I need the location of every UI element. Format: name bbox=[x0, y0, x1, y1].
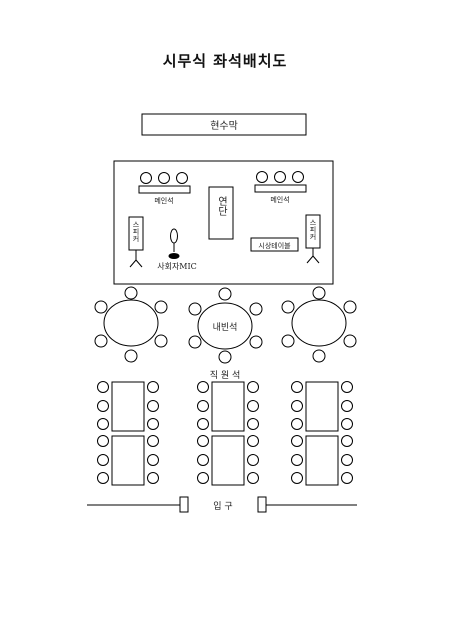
entrance-door-left bbox=[179, 496, 189, 513]
entrance-door-right bbox=[257, 496, 267, 513]
podium-label: 연단 bbox=[216, 196, 228, 216]
main-table-left bbox=[138, 185, 191, 194]
stage-area bbox=[113, 160, 334, 285]
staff-seat-label: 직 원 석 bbox=[210, 370, 241, 381]
page-title: 시무식 좌석배치도 bbox=[162, 52, 288, 70]
speaker-stand-right-icon bbox=[306, 248, 320, 264]
staff-table-center-top bbox=[197, 381, 259, 432]
banner bbox=[141, 113, 307, 136]
guest-seat-label: 내빈석 bbox=[213, 322, 238, 333]
staff-table-right-top bbox=[291, 381, 353, 432]
banner-label: 현수막 bbox=[210, 120, 238, 132]
speaker-left-label: 스피커 bbox=[132, 221, 140, 243]
round-table-right bbox=[281, 286, 357, 363]
staff-table-left-bottom bbox=[97, 435, 159, 486]
main-seats-right bbox=[254, 171, 307, 193]
award-table-label: 시상테이블 bbox=[258, 241, 291, 250]
staff-table-right-bottom bbox=[291, 435, 353, 486]
speaker-right-label: 스피커 bbox=[309, 219, 317, 241]
round-table-left bbox=[94, 286, 168, 363]
main-seats-right-label: 메인석 bbox=[270, 195, 289, 204]
staff-table-center-bottom bbox=[197, 435, 259, 486]
mic-label: 사회자MIC bbox=[157, 262, 197, 271]
award-table bbox=[250, 237, 299, 252]
podium bbox=[208, 186, 234, 240]
speaker-stand-left-icon bbox=[129, 250, 143, 268]
main-table-right bbox=[254, 184, 307, 193]
main-seats-left-label: 메인석 bbox=[154, 196, 173, 205]
round-table-center bbox=[188, 287, 263, 364]
main-seats-left bbox=[138, 172, 191, 194]
mic-icon bbox=[168, 228, 180, 259]
staff-table-left-top bbox=[97, 381, 159, 432]
entrance-label: 입 구 bbox=[213, 500, 232, 512]
